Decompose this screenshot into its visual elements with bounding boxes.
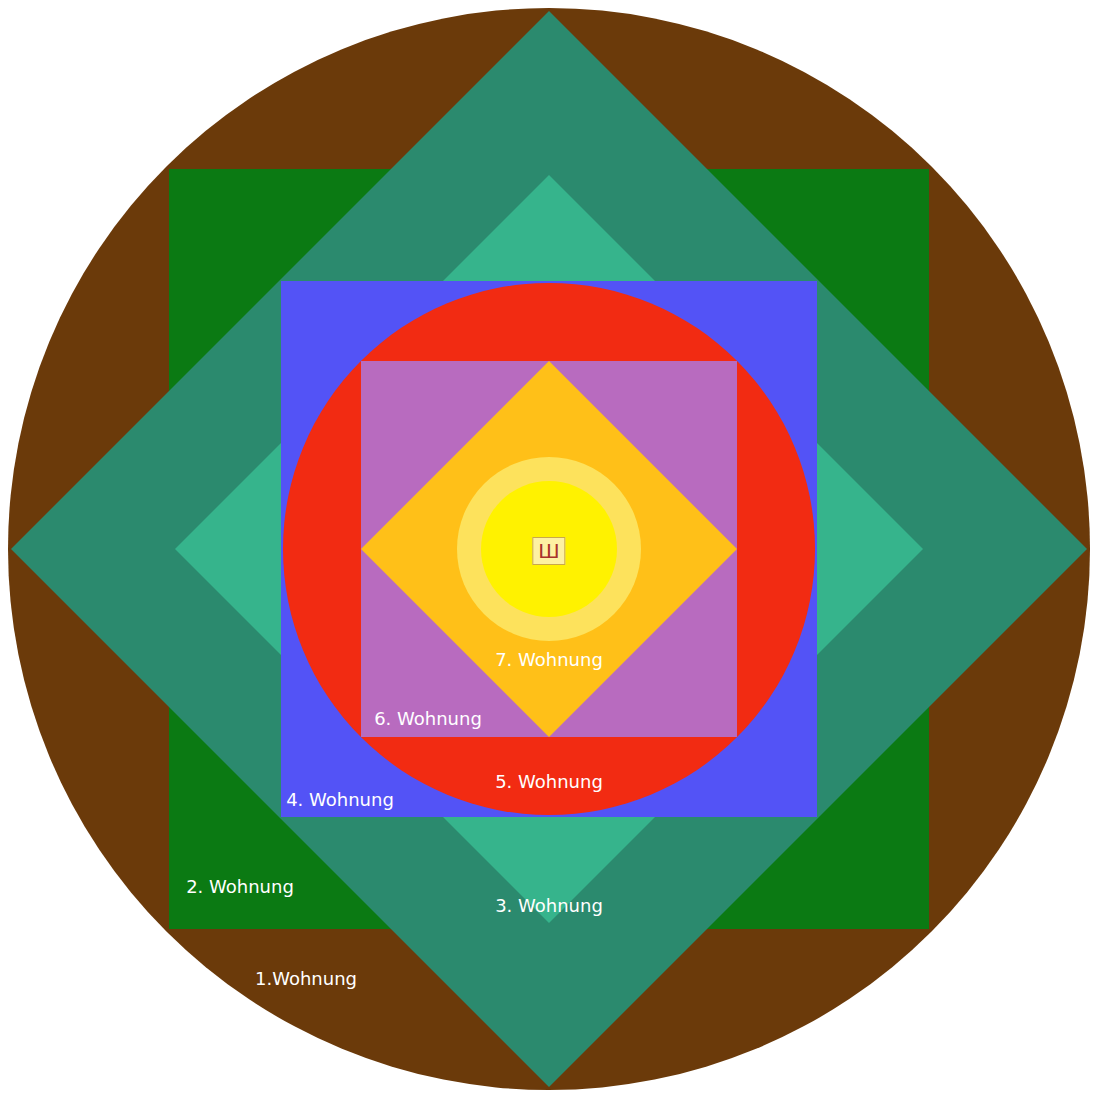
dwelling-circle: 1.Wohnung2. Wohnung3. Wohnung4. Wohnung5… <box>8 8 1090 1090</box>
dwelling-diamond: 7. Wohnung Ш <box>361 361 737 737</box>
dwelling-label: 6. Wohnung <box>374 709 482 730</box>
dwelling-label: 5. Wohnung <box>495 772 603 793</box>
dwelling-square: 6. Wohnung 7. Wohnung Ш <box>361 361 737 737</box>
centre-symbol: Ш <box>532 537 565 565</box>
dwelling-label: 2. Wohnung <box>186 877 294 898</box>
dwelling-square: 4. Wohnung5. Wohnung6. Wohnung7. Wohnung… <box>281 281 817 817</box>
circle-fill <box>8 8 1090 1090</box>
dwelling-label: 1.Wohnung <box>255 969 357 990</box>
diamond-fill <box>175 175 923 923</box>
square-fill <box>169 169 929 929</box>
centre-circle: Ш <box>457 457 641 641</box>
circle-fill <box>457 457 641 641</box>
dwelling-circle: 5. Wohnung 6. Wohnung 7. Wohnung Ш <box>283 283 815 815</box>
dwelling-label: 3. Wohnung <box>495 896 603 917</box>
dwelling-label: 7. Wohnung <box>495 650 603 671</box>
circle-fill <box>481 481 617 617</box>
square-fill <box>281 281 817 817</box>
square-fill <box>361 361 737 737</box>
dwelling-diamond: 3. Wohnung 4. Wohnung 5. Wohnung 6. Wohnung… <box>11 11 1087 1087</box>
circle-fill <box>283 283 815 815</box>
diamond-fill <box>361 361 737 737</box>
diamond-fill <box>11 11 1087 1087</box>
dwelling-label: 4. Wohnung <box>286 790 394 811</box>
